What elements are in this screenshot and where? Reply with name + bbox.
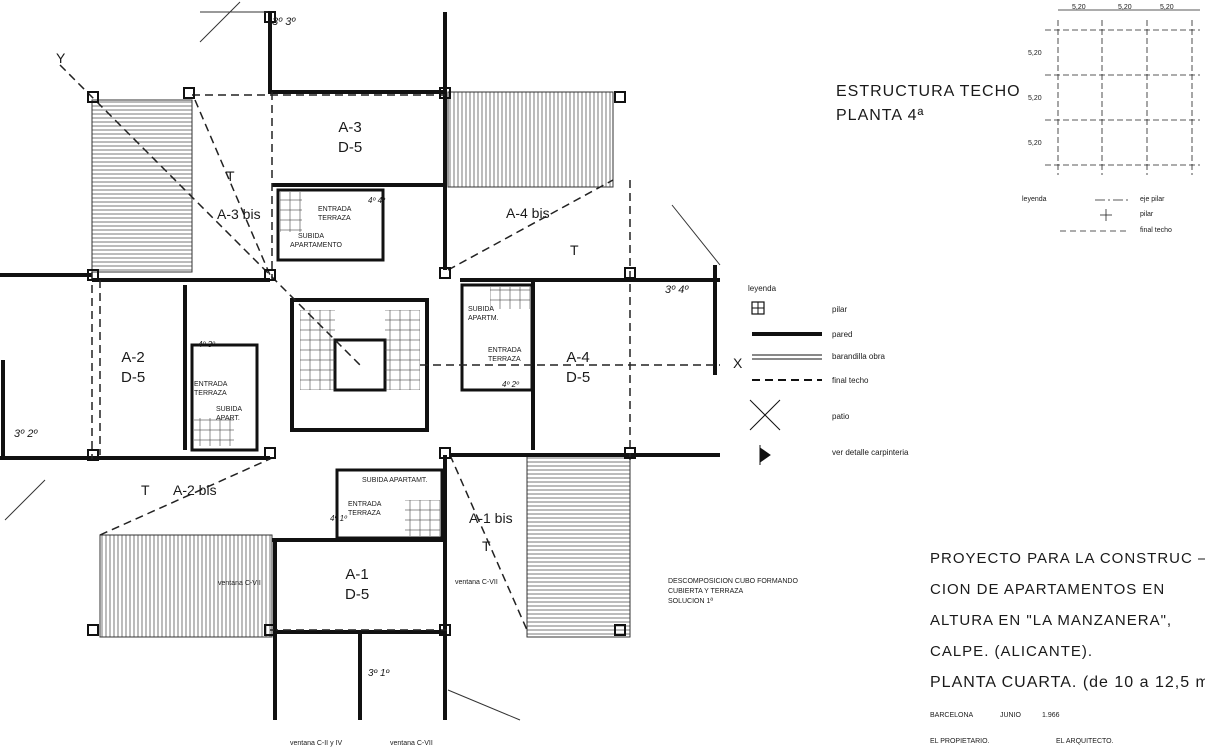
ventana-4: ventana C-VII: [390, 740, 433, 747]
title-line1: ESTRUCTURA TECHO: [836, 83, 1021, 100]
terrace-mark-2: T: [570, 242, 579, 258]
ventana-3: ventana C-II y IV: [290, 740, 343, 747]
walls: [0, 12, 720, 720]
terrace-hatch-ne: [447, 91, 614, 188]
level-mark-8: 4º 1º: [330, 514, 347, 523]
terrace-hatch-se: [526, 454, 631, 638]
bis-a4: A-4 bis: [506, 205, 550, 221]
central-stair-b: [385, 310, 420, 390]
central-stair: [300, 310, 335, 390]
grid-legend-eje: eje pilar: [1140, 196, 1165, 203]
project-title-block: PROYECTO PARA LA CONSTRUC – CION DE APAR…: [930, 543, 1205, 698]
level-mark-4: 3º 1º: [368, 668, 390, 679]
axis-y-label: Y: [56, 50, 66, 66]
stair-a1: [405, 500, 440, 536]
unit-a2-name: A-2: [121, 349, 145, 366]
entrada-a4: ENTRADA TERRAZA: [488, 347, 522, 363]
terrace-mark-1: T: [226, 168, 235, 184]
grid-legend-title: leyenda: [1022, 196, 1047, 203]
unit-a3-name: A-3: [338, 119, 362, 136]
grid-legend-final: final techo: [1140, 227, 1172, 234]
entrances: [190, 188, 534, 540]
project-line-5: PLANTA CUARTA. (de 10 a 12,5 m.: [930, 674, 1205, 691]
grid-spacing-3: 5,20: [1160, 4, 1174, 11]
grid-spacing-1: 5,20: [1072, 4, 1086, 11]
grid-spacing-2: 5,20: [1118, 4, 1132, 11]
bis-a3: A-3 bis: [217, 206, 261, 222]
unit-a4-type: D-5: [566, 369, 591, 386]
project-place: BARCELONA: [930, 712, 974, 719]
legend-final-techo: final techo: [832, 376, 869, 385]
legend-pilar: pilar: [832, 305, 848, 314]
unit-a2: A-2 D-5: [121, 348, 145, 388]
project-line-4: CALPE. (ALICANTE).: [930, 643, 1094, 660]
entrada-a2: ENTRADA TERRAZA: [194, 381, 228, 397]
construction-note: DESCOMPOSICION CUBO FORMANDO CUBIERTA Y …: [668, 578, 798, 605]
level-mark-1: 3º 3º: [272, 16, 296, 28]
unit-a3: A-3 D-5: [338, 118, 362, 158]
subida-a3: SUBIDA APARTAMENTO: [290, 233, 342, 249]
legend-barandilla: barandilla obra: [832, 352, 885, 361]
project-line-1: PROYECTO PARA LA CONSTRUC –: [930, 550, 1205, 567]
subida-a1: SUBIDA APARTAMT.: [362, 477, 428, 484]
level-mark-3: 3º 2º: [14, 428, 38, 440]
terrace-hatch-nw: [91, 99, 193, 273]
axis-x-label: X: [733, 355, 743, 371]
patio-cross: [4, 1, 721, 721]
legend-pared: pared: [832, 330, 853, 339]
stair-a3: [280, 192, 302, 232]
project-line-2: CION DE APARTAMENTOS EN: [930, 581, 1166, 598]
final-techo-lines: [59, 64, 720, 631]
unit-a4-name: A-4: [566, 349, 590, 366]
project-month: JUNIO: [1000, 712, 1021, 719]
unit-a1-type: D-5: [345, 586, 370, 603]
legend-title: leyenda: [748, 284, 777, 293]
unit-a4: A-4 D-5: [566, 348, 590, 388]
grid-row-3: 5,20: [1028, 140, 1042, 147]
pillars: [87, 11, 636, 636]
project-architect: EL ARQUITECTO.: [1056, 738, 1114, 745]
level-mark-5: 4º 4º: [368, 196, 385, 205]
terrace-mark-4: T: [482, 538, 491, 554]
entrada-a3: ENTRADA TERRAZA: [318, 206, 352, 222]
grid-row-1: 5,20: [1028, 50, 1042, 57]
level-mark-2: 3º 4º: [665, 284, 689, 296]
level-mark-7: 4º 2º: [502, 380, 519, 389]
stair-a4: [490, 287, 530, 309]
title-line2: PLANTA 4ª: [836, 107, 925, 124]
ventana-1: ventana C-VII: [218, 580, 261, 587]
unit-a2-type: D-5: [121, 369, 146, 386]
grid-key: [1045, 9, 1200, 232]
stair-a2: [194, 418, 234, 446]
project-line-3: ALTURA EN "LA MANZANERA",: [930, 612, 1173, 629]
level-mark-6: 4º 3º: [198, 340, 215, 349]
grid-row-2: 5,20: [1028, 95, 1042, 102]
terrace-mark-3: T: [141, 482, 150, 498]
project-year: 1.966: [1042, 712, 1060, 719]
unit-a3-type: D-5: [338, 139, 363, 156]
bis-a1: A-1 bis: [469, 510, 513, 526]
unit-a1-name: A-1: [345, 566, 369, 583]
subida-a4: SUBIDA APARTM.: [468, 306, 499, 322]
unit-a1: A-1 D-5: [345, 565, 369, 605]
drawing-title: ESTRUCTURA TECHO PLANTA 4ª: [836, 80, 1021, 128]
legend-symbols: [749, 301, 822, 465]
legend-patio: patio: [832, 412, 850, 421]
ventana-2: ventana C-VII: [455, 579, 498, 586]
project-owner: EL PROPIETARIO.: [930, 738, 990, 745]
bis-a2: A-2 bis: [173, 482, 217, 498]
terrace-hatch-sw: [99, 534, 273, 638]
grid-legend-pilar: pilar: [1140, 211, 1154, 218]
entrada-a1: ENTRADA TERRAZA: [348, 501, 382, 517]
subida-a2: SUBIDA APART.: [216, 406, 243, 422]
legend-carpinteria: ver detalle carpinteria: [832, 448, 909, 457]
